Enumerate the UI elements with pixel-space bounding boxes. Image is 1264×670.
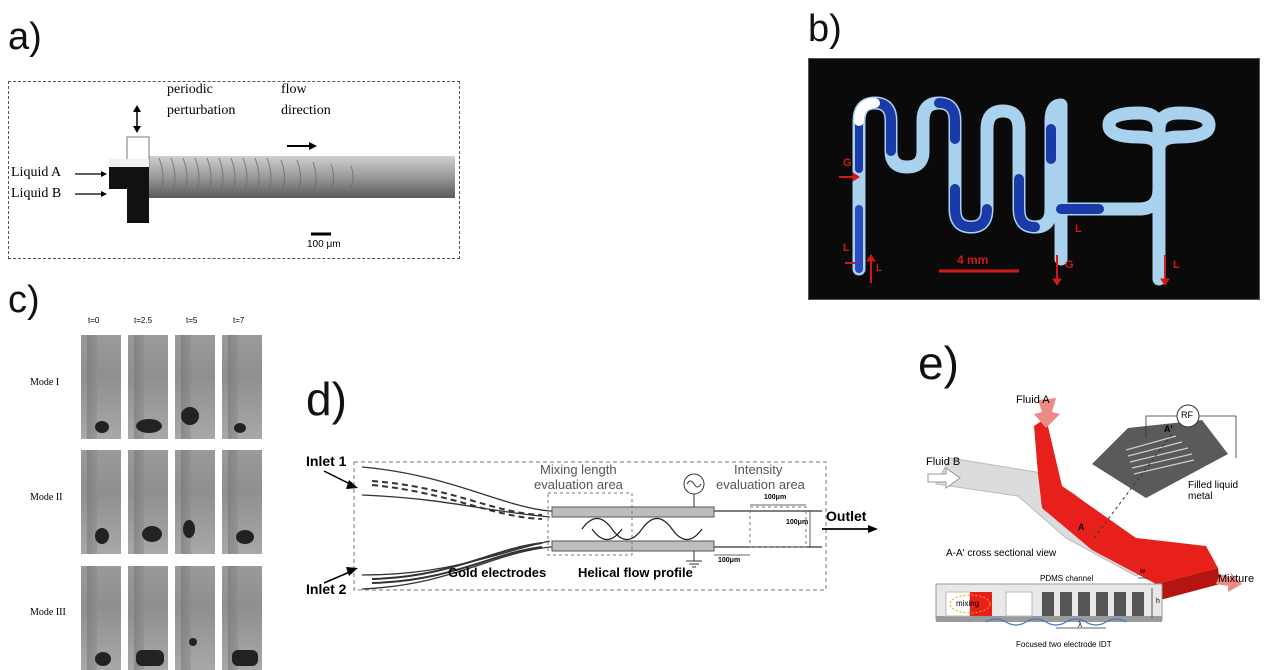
inlet2-label: Inlet 2 bbox=[306, 581, 347, 597]
scale-label-b: 4 mm bbox=[957, 253, 989, 267]
fluid-b-arrow bbox=[927, 467, 961, 489]
intensity-area bbox=[749, 506, 807, 548]
frame-mode1-t0 bbox=[81, 335, 121, 439]
liquid-slug-1 bbox=[870, 98, 896, 156]
dim-top-label: 100μm bbox=[764, 494, 787, 501]
mode-label-1: Mode I bbox=[30, 377, 60, 388]
helical-flow-label: Helical flow profile bbox=[578, 565, 693, 580]
mixture-arrow bbox=[1216, 572, 1242, 592]
gold-electrodes-label: Gold electrodes bbox=[448, 565, 547, 580]
frame-mode3-t0 bbox=[81, 566, 121, 670]
fluid-a-label: Fluid A bbox=[1016, 394, 1050, 406]
scale-label-a: 100 μm bbox=[307, 239, 341, 250]
liquid-slug-4 bbox=[1014, 174, 1040, 232]
idt-electrodes-cross bbox=[1042, 592, 1144, 616]
rf-label: RF bbox=[1181, 410, 1193, 420]
filled-metal-label: Filled liquid metal bbox=[1188, 480, 1239, 502]
panel-a-figure: periodic perturbation flow direction Liq… bbox=[8, 81, 460, 259]
helical-arrows bbox=[581, 517, 703, 541]
w-label: w bbox=[1140, 568, 1146, 575]
panel-label-a: a) bbox=[8, 16, 42, 58]
flow-lines-bottom bbox=[371, 542, 543, 584]
intensity-label-2: evaluation area bbox=[716, 477, 805, 492]
label-l-left: L bbox=[843, 242, 850, 254]
lambda-label: λ bbox=[1078, 620, 1082, 629]
liquid-a-label: Liquid A bbox=[11, 165, 62, 180]
dim-right-label: 100μm bbox=[786, 519, 809, 526]
panel-b-figure: G L L L G L 4 mm bbox=[808, 58, 1260, 300]
intensity-label-1: Intensity bbox=[734, 462, 783, 477]
label-l-left2: L bbox=[876, 263, 883, 274]
frame-mode2-t2 bbox=[128, 450, 168, 554]
h-label: h bbox=[1156, 598, 1160, 605]
frame-mode3-t5 bbox=[175, 566, 215, 670]
frame-mode2-t0 bbox=[81, 450, 121, 554]
panel-e-diagram bbox=[927, 398, 1242, 629]
frame-mode2-t5 bbox=[175, 450, 215, 554]
gold-electrode-bottom bbox=[551, 540, 715, 552]
flow-label-line2: direction bbox=[281, 103, 331, 118]
idt-fingers bbox=[1125, 435, 1195, 475]
label-l-mid: L bbox=[1075, 223, 1082, 235]
panel-d-diagram bbox=[323, 461, 878, 591]
frame-mode1-t7 bbox=[222, 335, 262, 439]
panel-label-c: c) bbox=[8, 279, 40, 321]
inlet1-label: Inlet 1 bbox=[306, 455, 347, 469]
label-l-right: L bbox=[1173, 259, 1180, 271]
dim-bottom-label: 100μm bbox=[718, 557, 741, 564]
liquid-b-label: Liquid B bbox=[11, 186, 62, 201]
chip-outline bbox=[353, 461, 827, 591]
perturbation-label-line2: perturbation bbox=[167, 103, 236, 118]
liquid-a-layer bbox=[109, 159, 149, 167]
channel-a bbox=[149, 156, 455, 198]
mode-label-3: Mode III bbox=[30, 607, 66, 618]
panel-b-diagram bbox=[839, 96, 1216, 286]
flow-label-line1: flow bbox=[281, 82, 307, 97]
panel-c-figure: t=0 t=2.5 t=5 t=7 Mode I Mode II Mode II… bbox=[20, 310, 270, 670]
mixture-label: Mixture bbox=[1218, 573, 1255, 585]
frame-mode1-t2 bbox=[128, 335, 168, 439]
panel-d-figure: Inlet 1 Inlet 2 Mixing length evaluation… bbox=[302, 455, 882, 605]
label-g-bottom: G bbox=[1065, 259, 1074, 271]
mode-label-2: Mode II bbox=[30, 492, 63, 503]
t-channel bbox=[1054, 106, 1216, 216]
a-label: A bbox=[1078, 522, 1085, 532]
frame-mode3-t2 bbox=[128, 566, 168, 670]
perturbation-label-line1: periodic bbox=[167, 82, 213, 97]
section-line bbox=[1093, 433, 1173, 539]
mixing-label-2: evaluation area bbox=[534, 477, 623, 492]
time-label-2: t=5 bbox=[186, 316, 198, 325]
annotations-b bbox=[839, 172, 1170, 286]
panel-label-d: d) bbox=[306, 373, 347, 425]
wave-pattern bbox=[158, 157, 354, 197]
idt-chip bbox=[1092, 420, 1228, 498]
junction bbox=[109, 167, 149, 189]
time-label-0: t=0 bbox=[88, 316, 100, 325]
gold-electrode-top bbox=[551, 506, 715, 518]
panel-label-e: e) bbox=[918, 337, 959, 389]
outlet-label: Outlet bbox=[826, 508, 867, 524]
liquid-slug-2 bbox=[934, 98, 960, 144]
pdms-label: PDMS channel bbox=[1040, 574, 1094, 583]
inlet-b-arm bbox=[127, 189, 149, 223]
time-label-3: t=7 bbox=[233, 316, 245, 325]
mixing-label-1: Mixing length bbox=[540, 462, 617, 477]
panel-e-figure: Fluid A Fluid B RF A' A Filled liquid me… bbox=[906, 388, 1262, 662]
fluid-red bbox=[1034, 418, 1218, 584]
fluid-a-arrow bbox=[1034, 398, 1060, 428]
frame-mode2-t7 bbox=[222, 450, 262, 554]
idt-label: Focused two electrode IDT bbox=[1016, 640, 1112, 649]
panel-label-b: b) bbox=[808, 8, 842, 50]
fluid-b-label: Fluid B bbox=[926, 456, 961, 468]
a-prime-label: A' bbox=[1164, 424, 1173, 434]
cross-section-label: A-A' cross sectional view bbox=[946, 548, 1057, 559]
time-label-1: t=2.5 bbox=[134, 316, 153, 325]
liquid-slug-3 bbox=[950, 184, 992, 232]
mixing-area bbox=[547, 492, 633, 556]
frame-mode3-t7 bbox=[222, 566, 262, 670]
frame-mode1-t5 bbox=[175, 335, 215, 439]
label-g-top: G bbox=[843, 157, 852, 169]
mixing-label: mixing bbox=[956, 599, 980, 608]
panel-a-diagram bbox=[75, 105, 455, 236]
